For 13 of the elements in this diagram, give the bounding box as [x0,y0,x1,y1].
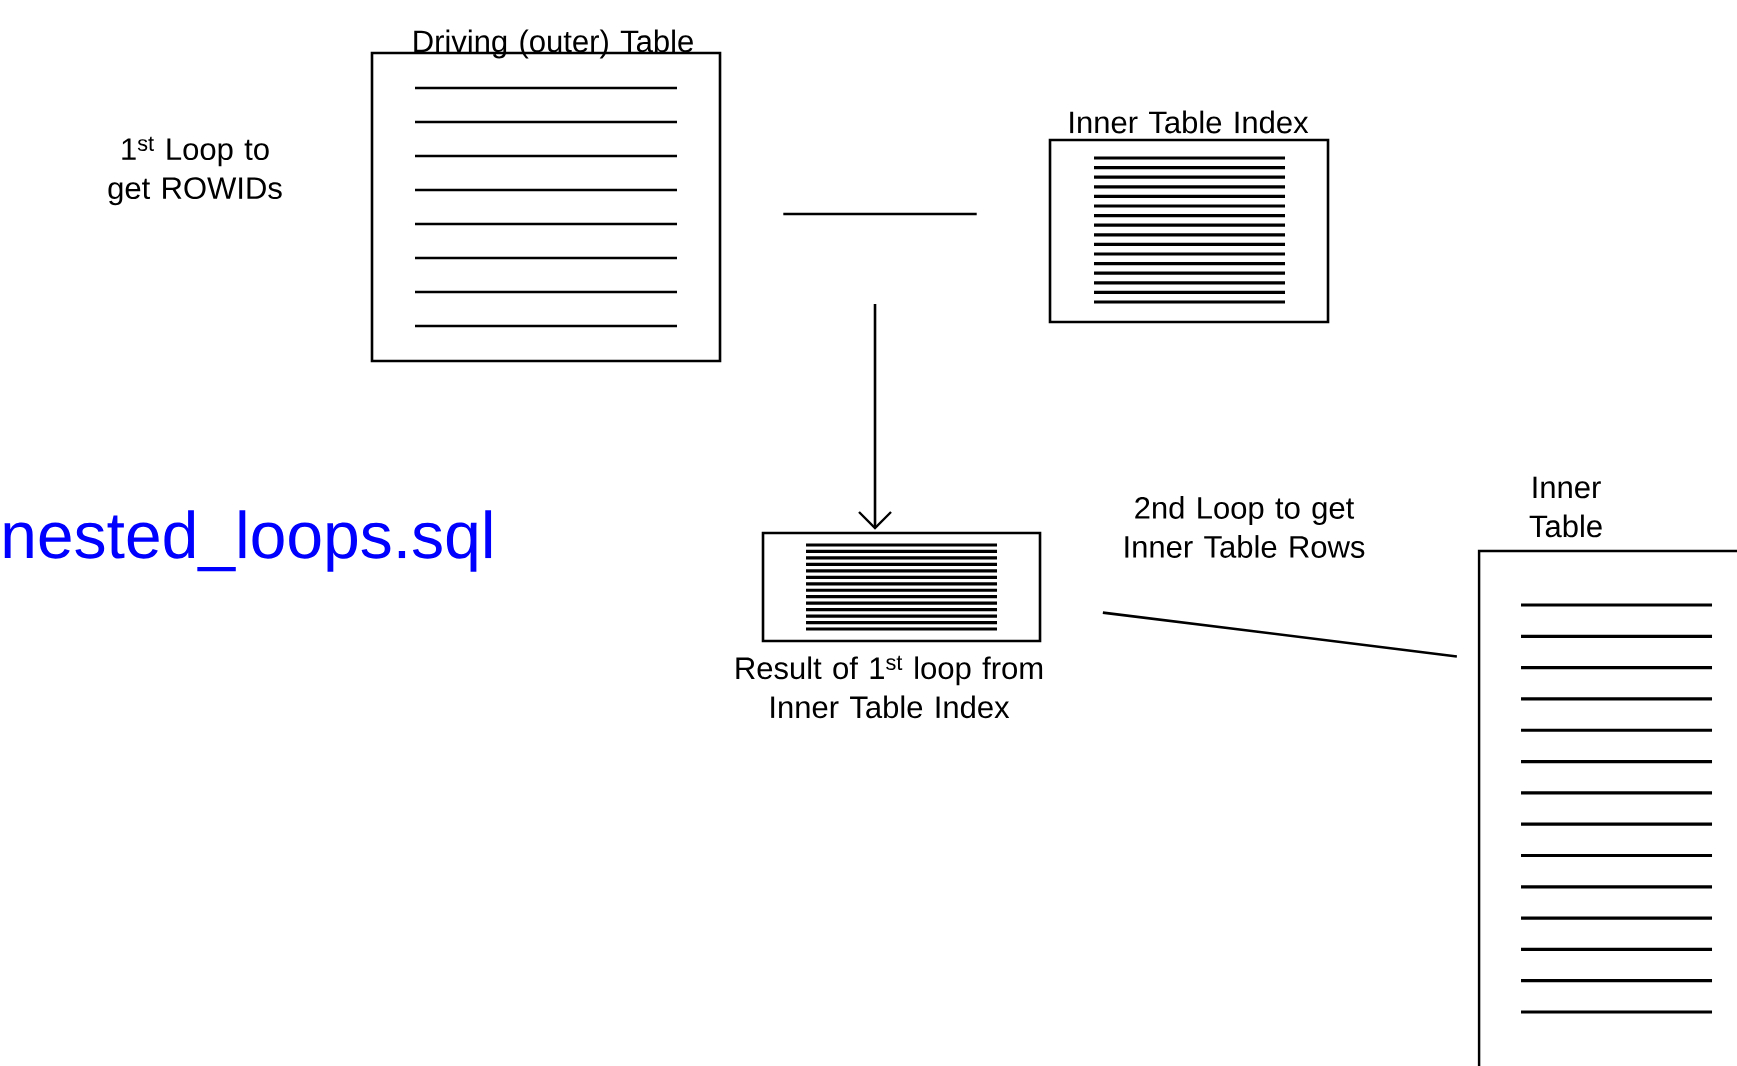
table-title: Inner Table [1529,476,1602,538]
table-title: Driving (outer) Table [414,29,693,59]
table-title: Result of 1$^{st}$ loop from Inner Table Index [736,655,1043,719]
file-name: nested_loops.sql [4,510,492,572]
table-drawing [761,531,1042,643]
loop-label: 2nd Loop to get Inner Table Rows [1125,496,1365,558]
arrow [858,304,892,530]
table-drawing [1477,549,1737,1066]
loop-label: 1$^{st}$ Loop to get ROWIDs [108,136,282,206]
connector-line [783,212,977,216]
table-drawing [1048,138,1330,324]
table-title: Inner Table Index [1070,110,1309,134]
connector-line [1102,611,1458,658]
